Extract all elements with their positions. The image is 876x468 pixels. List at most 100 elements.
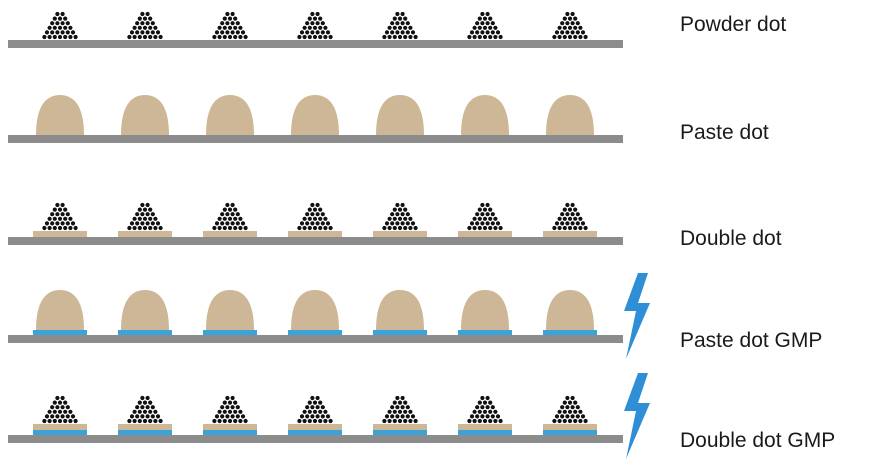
- powder-particle: [220, 414, 224, 418]
- powder-particle: [573, 217, 577, 221]
- powder-particle: [406, 212, 410, 216]
- powder-particle: [310, 405, 314, 409]
- powder-particle: [66, 414, 70, 418]
- powder-particle: [563, 401, 567, 405]
- powder-particle: [236, 221, 240, 225]
- powder-particle: [393, 17, 397, 21]
- paste-layer: [373, 231, 427, 237]
- powder-particle: [143, 26, 147, 30]
- powder-particle: [576, 405, 580, 409]
- powder-particle: [303, 35, 307, 39]
- powder-particle: [228, 419, 232, 423]
- powder-particle: [478, 17, 482, 21]
- powder-particle: [473, 26, 477, 30]
- powder-particle: [398, 226, 402, 230]
- row-label: Double dot GMP: [680, 429, 835, 453]
- dot: [203, 290, 257, 335]
- powder-particle: [565, 396, 569, 400]
- powder-particle: [398, 17, 402, 21]
- powder-particle: [578, 217, 582, 221]
- dot: [297, 12, 332, 39]
- powder-particle: [493, 226, 497, 230]
- powder-particle: [58, 208, 62, 212]
- powder-particle: [305, 405, 309, 409]
- powder-particle: [231, 212, 235, 216]
- powder-particle: [401, 203, 405, 207]
- powder-particle: [45, 414, 49, 418]
- powder-particle: [480, 212, 484, 216]
- substrate-bar: [8, 435, 623, 443]
- powder-particle: [300, 221, 304, 225]
- powder-particle: [475, 221, 479, 225]
- powder-particle: [148, 410, 152, 414]
- powder-particle: [313, 17, 317, 21]
- powder-particle: [493, 35, 497, 39]
- paste-layer: [118, 231, 172, 237]
- powder-particle: [488, 208, 492, 212]
- dot: [461, 95, 509, 135]
- powder-particle: [414, 226, 418, 230]
- powder-particle: [233, 217, 237, 221]
- powder-particle: [228, 208, 232, 212]
- powder-particle: [223, 35, 227, 39]
- powder-particle: [58, 226, 62, 230]
- powder-particle: [140, 405, 144, 409]
- powder-particle: [393, 410, 397, 414]
- powder-particle: [48, 410, 52, 414]
- powder-particle: [499, 419, 503, 423]
- powder-particle: [218, 226, 222, 230]
- powder-particle: [571, 203, 575, 207]
- powder-particle: [50, 30, 54, 34]
- gmp-layer: [288, 430, 342, 435]
- powder-particle: [146, 30, 150, 34]
- powder-particle: [568, 17, 572, 21]
- powder-particle: [225, 221, 229, 225]
- powder-particle: [565, 414, 569, 418]
- powder-particle: [212, 226, 216, 230]
- powder-particle: [584, 419, 588, 423]
- powder-particle: [63, 419, 67, 423]
- powder-particle: [318, 26, 322, 30]
- powder-particle: [146, 396, 150, 400]
- powder-particle: [573, 35, 577, 39]
- powder-particle: [310, 221, 314, 225]
- gmp-layer: [118, 430, 172, 435]
- powder-particle: [68, 410, 72, 414]
- powder-particle: [233, 401, 237, 405]
- powder-particle: [401, 12, 405, 16]
- powder-particle: [231, 405, 235, 409]
- powder-particle: [406, 414, 410, 418]
- powder-particle: [313, 419, 317, 423]
- powder-particle: [323, 217, 327, 221]
- powder-particle: [228, 226, 232, 230]
- powder-particle: [58, 419, 62, 423]
- powder-particle: [53, 419, 57, 423]
- powder-particle: [486, 21, 490, 25]
- powder-particle: [143, 419, 147, 423]
- powder-particle: [473, 217, 477, 221]
- powder-particle: [159, 226, 163, 230]
- powder-particle: [388, 226, 392, 230]
- dot: [121, 95, 169, 135]
- powder-particle: [48, 35, 52, 39]
- paste-mound: [376, 95, 424, 135]
- powder-particle: [401, 405, 405, 409]
- powder-particle: [223, 419, 227, 423]
- powder-particle: [66, 212, 70, 216]
- powder-particle: [297, 419, 301, 423]
- powder-particle: [151, 21, 155, 25]
- powder-particle: [228, 410, 232, 414]
- powder-particle: [480, 203, 484, 207]
- powder-particle: [414, 35, 418, 39]
- powder-particle: [63, 217, 67, 221]
- powder-particle: [393, 26, 397, 30]
- powder-particle: [581, 221, 585, 225]
- powder-particle: [499, 35, 503, 39]
- powder-particle: [225, 212, 229, 216]
- powder-particle: [393, 226, 397, 230]
- powder-particle: [488, 26, 492, 30]
- powder-particle: [581, 30, 585, 34]
- powder-particle: [568, 26, 572, 30]
- powder-particle: [395, 30, 399, 34]
- powder-particle: [238, 26, 242, 30]
